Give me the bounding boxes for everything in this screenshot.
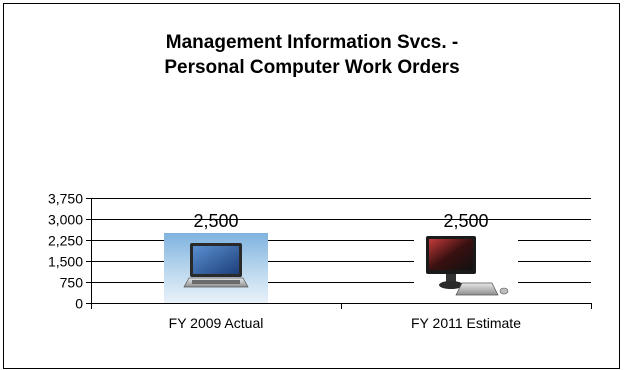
chart-title: Management Information Svcs. - Personal … (0, 30, 624, 80)
mouse (499, 287, 509, 295)
axes (86, 198, 592, 309)
chart-title-line-2: Personal Computer Work Orders (164, 57, 460, 78)
y-tick-label-3: 2,250 (48, 233, 83, 249)
desktop-computer-icon (426, 236, 509, 296)
laptop-icon (183, 243, 249, 288)
keyboard (455, 282, 499, 296)
chart-frame (3, 3, 620, 369)
bar-2 (414, 233, 518, 303)
monitor-stand (439, 281, 463, 289)
y-tick-label-4: 3,000 (48, 212, 83, 228)
category-label-2: FY 2011 Estimate (411, 315, 521, 331)
laptop-keyboard (192, 280, 240, 284)
monitor-screen (429, 239, 473, 270)
bars (164, 233, 518, 303)
chart-title-line-1: Management Information Svcs. - (165, 32, 459, 53)
y-tick-label-0: 0 (75, 296, 83, 312)
y-tick-label-5: 3,750 (48, 191, 83, 207)
monitor-neck (446, 274, 456, 282)
laptop-screen (193, 246, 239, 274)
category-label-1: FY 2009 Actual (169, 315, 264, 331)
data-label-1: 2,500 (193, 211, 238, 231)
y-tick-label-2: 1,500 (48, 254, 83, 270)
labels: 0 750 1,500 2,250 3,000 3,750 2,500 FY 2009 Act… (48, 191, 521, 332)
data-label-2: 2,500 (443, 211, 488, 231)
y-tick-label-1: 750 (60, 275, 84, 291)
bar-1 (164, 233, 268, 303)
